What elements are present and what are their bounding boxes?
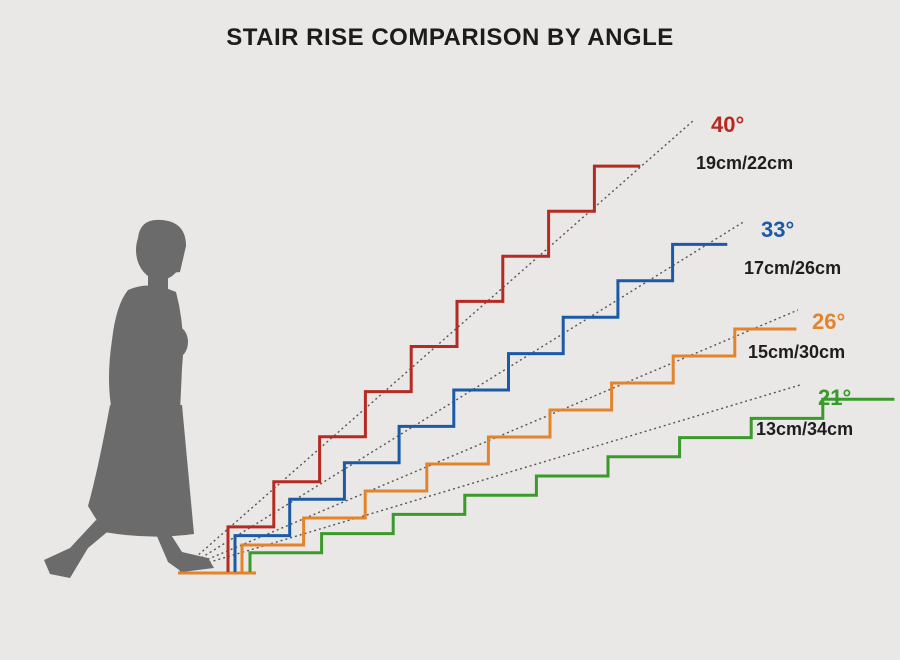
guide-line-33 [179, 220, 746, 572]
walking-person-silhouette [44, 219, 214, 578]
page-title: STAIR RISE COMPARISON BY ANGLE [226, 24, 674, 51]
dimension-label-40: 19cm/22cm [696, 153, 794, 173]
dimension-label-26: 15cm/30cm [748, 342, 846, 362]
staircases [178, 164, 895, 575]
dimension-label-21: 13cm/34cm [756, 419, 854, 439]
dimension-label-33: 17cm/26cm [744, 258, 842, 278]
guide-line-21 [179, 384, 801, 572]
staircase-40 [226, 164, 641, 572]
angle-label-33: 33° [761, 217, 795, 242]
angle-label-40: 40° [711, 112, 745, 137]
angle-label-26: 26° [812, 309, 846, 334]
staircase-26 [240, 327, 797, 572]
staircase-33 [233, 242, 728, 572]
staircase-21 [248, 397, 895, 572]
angle-label-21: 21° [818, 385, 852, 410]
